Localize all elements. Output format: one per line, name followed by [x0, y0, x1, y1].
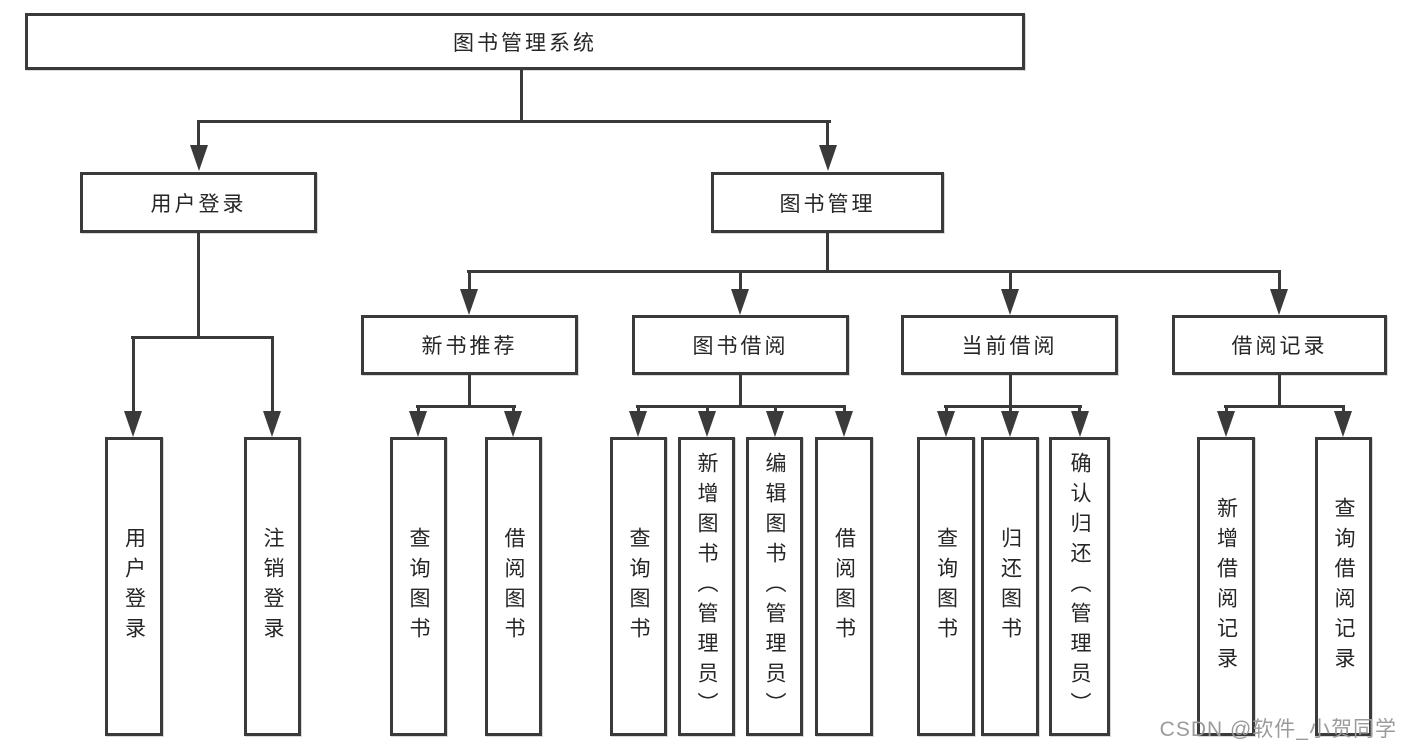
leaf-records-query-record-label: 查询借阅记录 — [1332, 496, 1355, 677]
connector-level1-horizontal — [197, 120, 831, 123]
node-user-login: 用户登录 — [80, 172, 317, 233]
connector-drop-cb-confirm — [1078, 405, 1081, 415]
node-borrow-records: 借阅记录 — [1172, 315, 1387, 375]
arrow-bb-add — [698, 411, 716, 437]
connector-records-horizontal — [1224, 405, 1345, 408]
leaf-borrow-query-books: 查询图书 — [610, 437, 667, 736]
connector-borrow-horizontal — [636, 405, 846, 408]
arrow-user-login — [190, 145, 208, 171]
node-book-management: 图书管理 — [711, 172, 944, 233]
node-current-borrow-label: 当前借阅 — [961, 335, 1058, 358]
arrow-bb-query — [629, 411, 647, 437]
leaf-borrow-add-books-admin-label: 新增图书（管理员） — [695, 451, 718, 722]
leaf-newbook-query-books: 查询图书 — [390, 437, 447, 736]
connector-userlogin-stem — [197, 232, 200, 338]
connector-drop-borrow-records — [1278, 270, 1281, 292]
connector-drop-cb-query — [945, 405, 948, 415]
connector-drop-bb-add — [706, 405, 709, 415]
leaf-borrow-borrow-books-label: 借阅图书 — [832, 526, 856, 647]
arrow-bb-borrow — [835, 411, 853, 437]
leaf-user-login-label: 用户登录 — [122, 526, 146, 647]
arrow-nb-borrow — [504, 411, 522, 437]
connector-records-stem — [1278, 373, 1281, 408]
connector-drop-leaf-logout — [271, 336, 274, 413]
leaf-records-add-record-label: 新增借阅记录 — [1214, 496, 1238, 677]
connector-drop-leaf-login — [132, 336, 135, 413]
leaf-records-query-record: 查询借阅记录 — [1315, 437, 1372, 736]
connector-drop-current-borrow — [1009, 270, 1012, 292]
leaf-logout: 注销登录 — [244, 437, 301, 736]
leaf-borrow-borrow-books: 借阅图书 — [815, 437, 873, 736]
connector-drop-cb-return — [1009, 405, 1012, 415]
arrow-bb-edit — [766, 411, 784, 437]
connector-root-stem — [520, 70, 523, 122]
connector-drop-nb-query — [417, 405, 420, 415]
leaf-current-query-books: 查询图书 — [917, 437, 975, 736]
connector-newbook-stem — [468, 373, 471, 408]
node-root-system: 图书管理系统 — [25, 13, 1025, 70]
connector-drop-bb-query — [637, 405, 640, 415]
arrow-borrow-records — [1270, 289, 1288, 315]
connector-drop-nb-borrow — [512, 405, 515, 415]
leaf-newbook-borrow-books-label: 借阅图书 — [502, 526, 525, 647]
leaf-newbook-borrow-books: 借阅图书 — [485, 437, 542, 736]
node-book-borrow-label: 图书借阅 — [692, 335, 789, 358]
arrow-br-add — [1217, 411, 1235, 437]
leaf-records-add-record: 新增借阅记录 — [1197, 437, 1255, 736]
connector-borrow-stem — [739, 373, 742, 408]
node-book-management-label: 图书管理 — [779, 192, 876, 216]
node-user-login-label: 用户登录 — [150, 192, 247, 216]
connector-drop-book-borrow — [739, 270, 742, 292]
arrow-leaf-logout — [263, 411, 281, 437]
connector-drop-br-query — [1342, 405, 1345, 415]
leaf-borrow-edit-books-admin: 编辑图书（管理员） — [746, 437, 803, 736]
arrow-new-book — [460, 289, 478, 315]
node-borrow-records-label: 借阅记录 — [1231, 335, 1328, 358]
arrow-cb-confirm — [1071, 411, 1089, 437]
connector-drop-br-add — [1225, 405, 1228, 415]
node-new-book-recommend-label: 新书推荐 — [421, 335, 518, 358]
connector-current-horizontal — [944, 405, 1082, 408]
connector-drop-bb-edit — [774, 405, 777, 415]
arrow-current-borrow — [1001, 289, 1019, 315]
leaf-borrow-add-books-admin: 新增图书（管理员） — [678, 437, 735, 736]
connector-drop-new-book — [468, 270, 471, 292]
leaf-borrow-query-books-label: 查询图书 — [627, 526, 650, 647]
arrow-leaf-login — [124, 411, 142, 437]
leaf-current-confirm-return-admin: 确认归还（管理员） — [1049, 437, 1110, 736]
connector-bookmgmt-horizontal — [467, 270, 1281, 273]
node-current-borrow: 当前借阅 — [901, 315, 1118, 375]
node-new-book-recommend: 新书推荐 — [361, 315, 578, 375]
connector-bookmgmt-stem — [826, 232, 829, 272]
connector-current-stem — [1009, 373, 1012, 408]
csdn-watermark: CSDN @软件_小贺同学 — [1159, 718, 1397, 741]
arrow-cb-return — [1001, 411, 1019, 437]
leaf-current-query-books-label: 查询图书 — [934, 526, 958, 647]
leaf-current-confirm-return-admin-label: 确认归还（管理员） — [1068, 451, 1091, 722]
leaf-current-return-books: 归还图书 — [981, 437, 1039, 736]
arrow-nb-query — [409, 411, 427, 437]
connector-drop-user-login — [197, 120, 200, 150]
leaf-user-login: 用户登录 — [105, 437, 163, 736]
node-book-borrow: 图书借阅 — [632, 315, 849, 375]
arrow-br-query — [1334, 411, 1352, 437]
leaf-borrow-edit-books-admin-label: 编辑图书（管理员） — [763, 451, 786, 722]
connector-newbook-horizontal — [416, 405, 516, 408]
arrow-cb-query — [937, 411, 955, 437]
node-root-label: 图书管理系统 — [453, 31, 597, 55]
leaf-logout-label: 注销登录 — [261, 526, 284, 647]
connector-userlogin-horizontal — [131, 336, 274, 339]
arrow-book-management — [819, 145, 837, 171]
connector-drop-bb-borrow — [843, 405, 846, 415]
arrow-book-borrow — [731, 289, 749, 315]
leaf-newbook-query-books-label: 查询图书 — [407, 526, 430, 647]
connector-drop-book-management — [826, 120, 829, 150]
leaf-current-return-books-label: 归还图书 — [998, 526, 1022, 647]
